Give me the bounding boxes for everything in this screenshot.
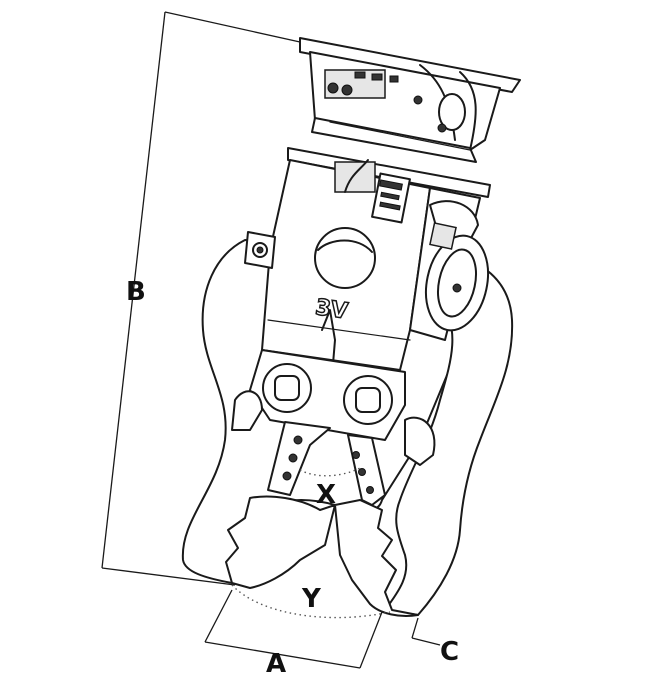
cutter-blade-right [347, 434, 386, 506]
dimension-b [101, 11, 301, 586]
valve-block [334, 161, 376, 193]
fitting [371, 73, 383, 81]
dimension-b-line [101, 11, 166, 569]
bolt [437, 123, 447, 133]
movable-jaw-arm [384, 254, 514, 616]
cylinder-cap [429, 222, 457, 250]
pivot-pin-left-cap [274, 375, 300, 401]
rib [459, 71, 477, 151]
left-lug [244, 231, 276, 269]
dimension-a [204, 589, 383, 669]
dimension-a-line [204, 641, 361, 669]
dimension-c-line [411, 637, 441, 646]
bolt [413, 95, 423, 105]
opening-y-arc [231, 584, 391, 619]
slew-ring [311, 117, 477, 163]
rotation-head [299, 37, 521, 163]
lower-jaw-right [334, 499, 419, 617]
cutter-blade-left [267, 421, 331, 496]
dimension-c [411, 617, 441, 646]
cylinder-pivot [425, 200, 489, 332]
fitting [354, 71, 366, 79]
jaw-pivots [231, 349, 436, 466]
pivot-inner [437, 248, 477, 318]
port [341, 84, 353, 96]
dimension-b-top-extension [164, 11, 301, 43]
dimension-b-bottom-extension [101, 567, 236, 586]
label-c: C [440, 637, 459, 667]
dimension-a-right-extension [359, 611, 383, 669]
body-top-flange [287, 147, 491, 198]
label-a: A [266, 649, 286, 679]
id-plate-stripe [379, 201, 401, 211]
id-plate-stripe [379, 179, 403, 191]
id-plate-stripe [380, 191, 400, 201]
ring-line [329, 121, 471, 151]
jaw-cheek-left [231, 390, 263, 431]
jaw-cheek-right [404, 416, 436, 466]
body-window [314, 227, 376, 289]
hub [438, 93, 466, 131]
fitting [389, 75, 399, 83]
window-shade [317, 239, 373, 253]
opening-x-arc [299, 467, 361, 477]
pivot-pin-right-cap [355, 387, 381, 413]
port [327, 82, 339, 94]
hose [344, 159, 369, 193]
lower-jaw-left [225, 495, 336, 589]
label-x: X [316, 480, 336, 510]
label-y: Y [301, 584, 322, 614]
label-b: B [126, 277, 146, 307]
panel-line [267, 319, 411, 341]
dimension-a-left-extension [204, 589, 233, 643]
dimension-c-extension [411, 617, 419, 639]
